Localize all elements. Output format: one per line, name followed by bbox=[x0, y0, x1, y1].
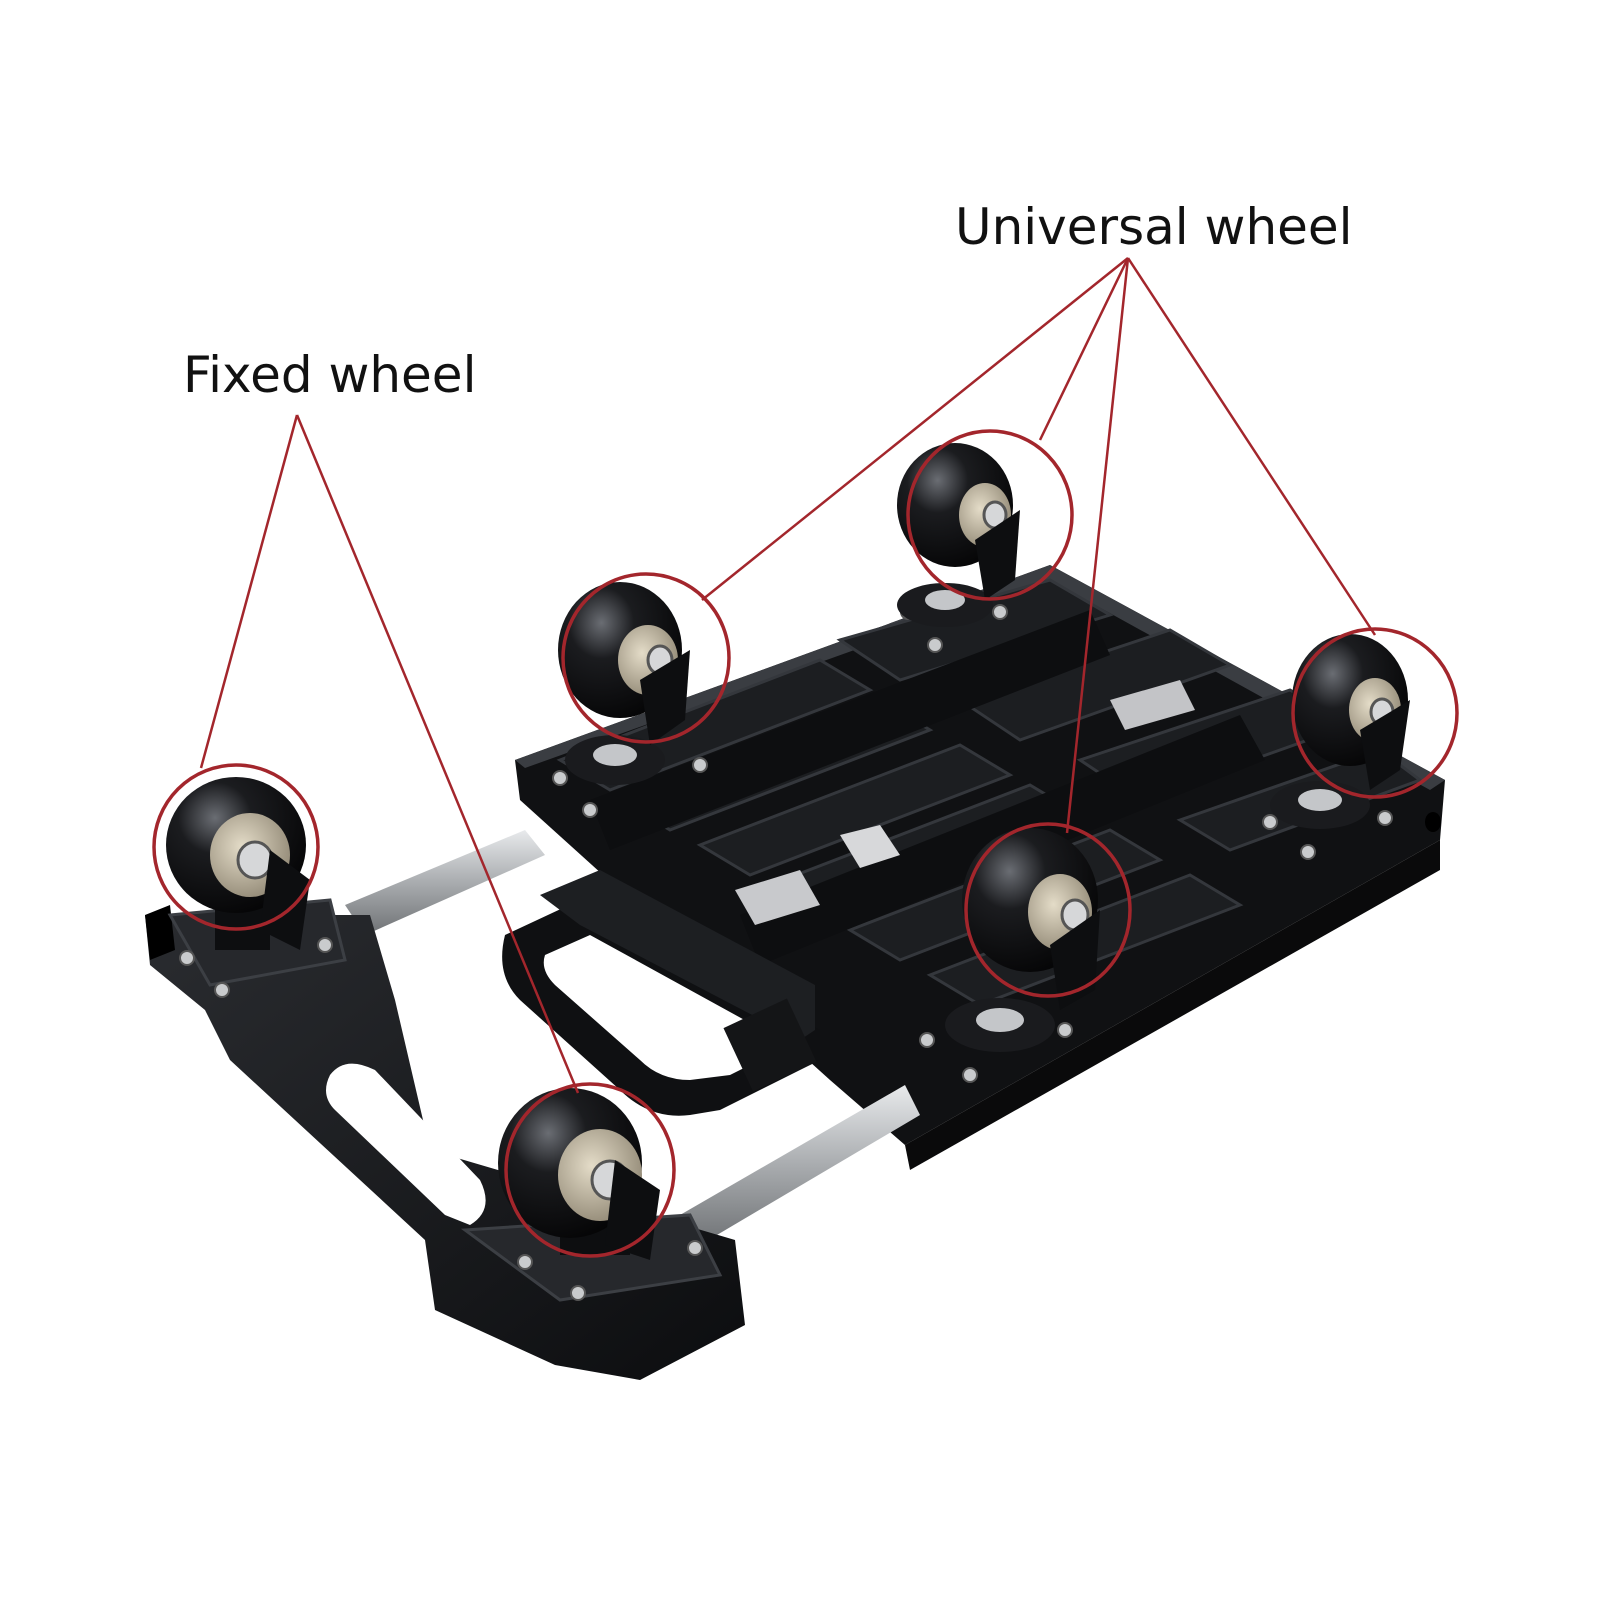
pull-handle bbox=[502, 870, 820, 1116]
circle-universal-back-center bbox=[906, 429, 1074, 601]
universal-wheel-front-center bbox=[945, 828, 1100, 1052]
fixed-wheel-label: Fixed wheel bbox=[183, 346, 477, 404]
callout-circles bbox=[152, 429, 1459, 1258]
callout-lines bbox=[199, 257, 1377, 1094]
circle-fixed-front bbox=[504, 1082, 676, 1258]
circle-universal-right bbox=[1291, 627, 1459, 799]
universal-wheel-back-left bbox=[558, 582, 690, 785]
circle-universal-back-left bbox=[561, 572, 731, 744]
universal-wheel-right bbox=[1270, 634, 1410, 829]
circle-universal-front-center bbox=[964, 822, 1132, 998]
telescopic-rails bbox=[345, 830, 920, 1245]
universal-wheel-back-center bbox=[897, 443, 1020, 627]
circle-fixed-left bbox=[152, 763, 320, 931]
fixed-wheel-left bbox=[166, 777, 310, 950]
universal-wheel-label: Universal wheel bbox=[955, 198, 1353, 256]
